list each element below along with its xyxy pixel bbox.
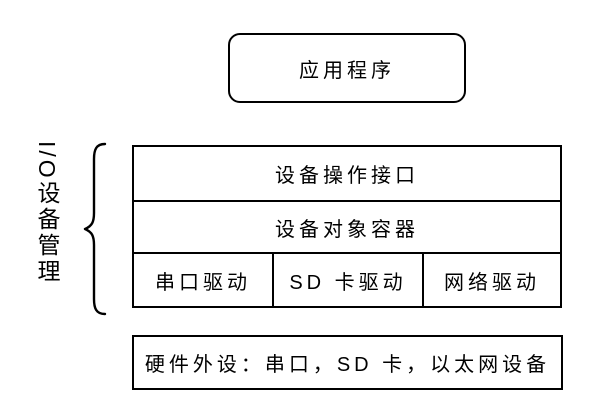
driver-label: 串口驱动 — [155, 271, 251, 294]
application-box: 应用程序 — [228, 33, 466, 103]
layer-device-operation-interface: 设备操作接口 — [134, 147, 560, 202]
io-management-side-label: I/O设备管理 — [34, 141, 60, 285]
driver-row: 串口驱动 SD 卡驱动 网络驱动 — [134, 254, 560, 306]
layer-label: 设备操作接口 — [275, 165, 419, 187]
driver-cell-network: 网络驱动 — [424, 254, 560, 306]
curly-brace-icon — [83, 142, 107, 316]
driver-cell-serial: 串口驱动 — [134, 254, 274, 306]
driver-cell-sdcard: SD 卡驱动 — [274, 254, 424, 306]
layer-device-object-container: 设备对象容器 — [134, 202, 560, 254]
io-management-stack: 设备操作接口 设备对象容器 串口驱动 SD 卡驱动 网络驱动 — [132, 145, 562, 308]
hardware-peripherals-box: 硬件外设：串口，SD 卡，以太网设备 — [132, 335, 563, 390]
application-box-label: 应用程序 — [299, 59, 395, 82]
hardware-box-label: 硬件外设：串口，SD 卡，以太网设备 — [144, 354, 551, 376]
driver-label: SD 卡驱动 — [289, 271, 407, 294]
driver-label: 网络驱动 — [444, 271, 540, 294]
layer-label: 设备对象容器 — [275, 218, 419, 241]
